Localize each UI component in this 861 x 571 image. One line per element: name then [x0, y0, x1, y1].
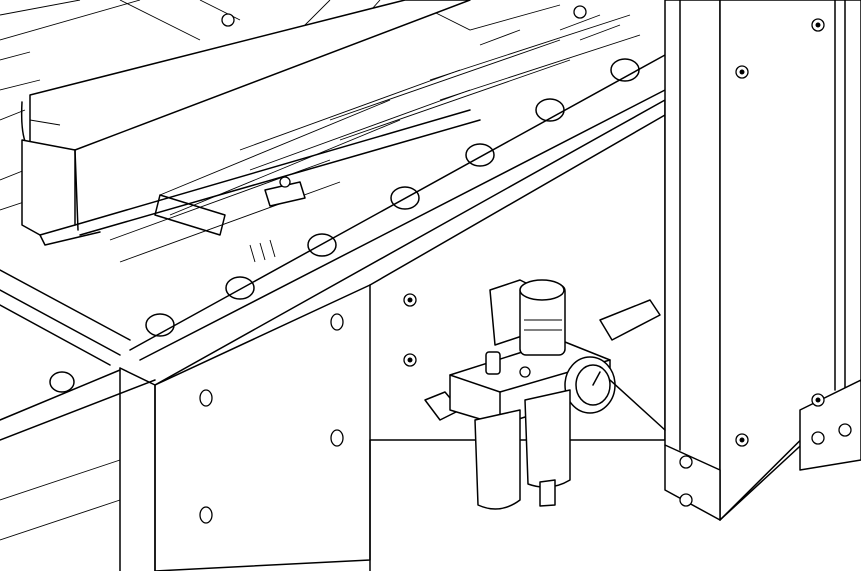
- frame-post: [664, 0, 861, 521]
- bolt-icon: [679, 455, 693, 469]
- lubricator-bowl: [524, 389, 571, 488]
- roller-end-cap: [49, 371, 75, 393]
- bolt-icon: [838, 423, 852, 437]
- filter-bowl: [474, 409, 521, 510]
- bolt-hole-icon: [199, 506, 213, 524]
- bolt-icon: [221, 13, 235, 27]
- filter-regulator-lubricator: [424, 279, 666, 510]
- bolt-icon: [679, 493, 693, 507]
- bolt-hole-icon: [330, 313, 344, 331]
- gauge-needle: [592, 371, 601, 386]
- frame-side-rail: [0, 54, 666, 441]
- guide-rail: [20, 0, 481, 246]
- roller-end-cap: [225, 276, 255, 300]
- bolt-hole-icon: [199, 389, 213, 407]
- outlet-pipe: [599, 299, 661, 341]
- bolt-hole-icon: [330, 429, 344, 447]
- bolt-icon: [573, 5, 587, 19]
- bolt-icon: [811, 431, 825, 445]
- roller-end-cap: [307, 233, 337, 257]
